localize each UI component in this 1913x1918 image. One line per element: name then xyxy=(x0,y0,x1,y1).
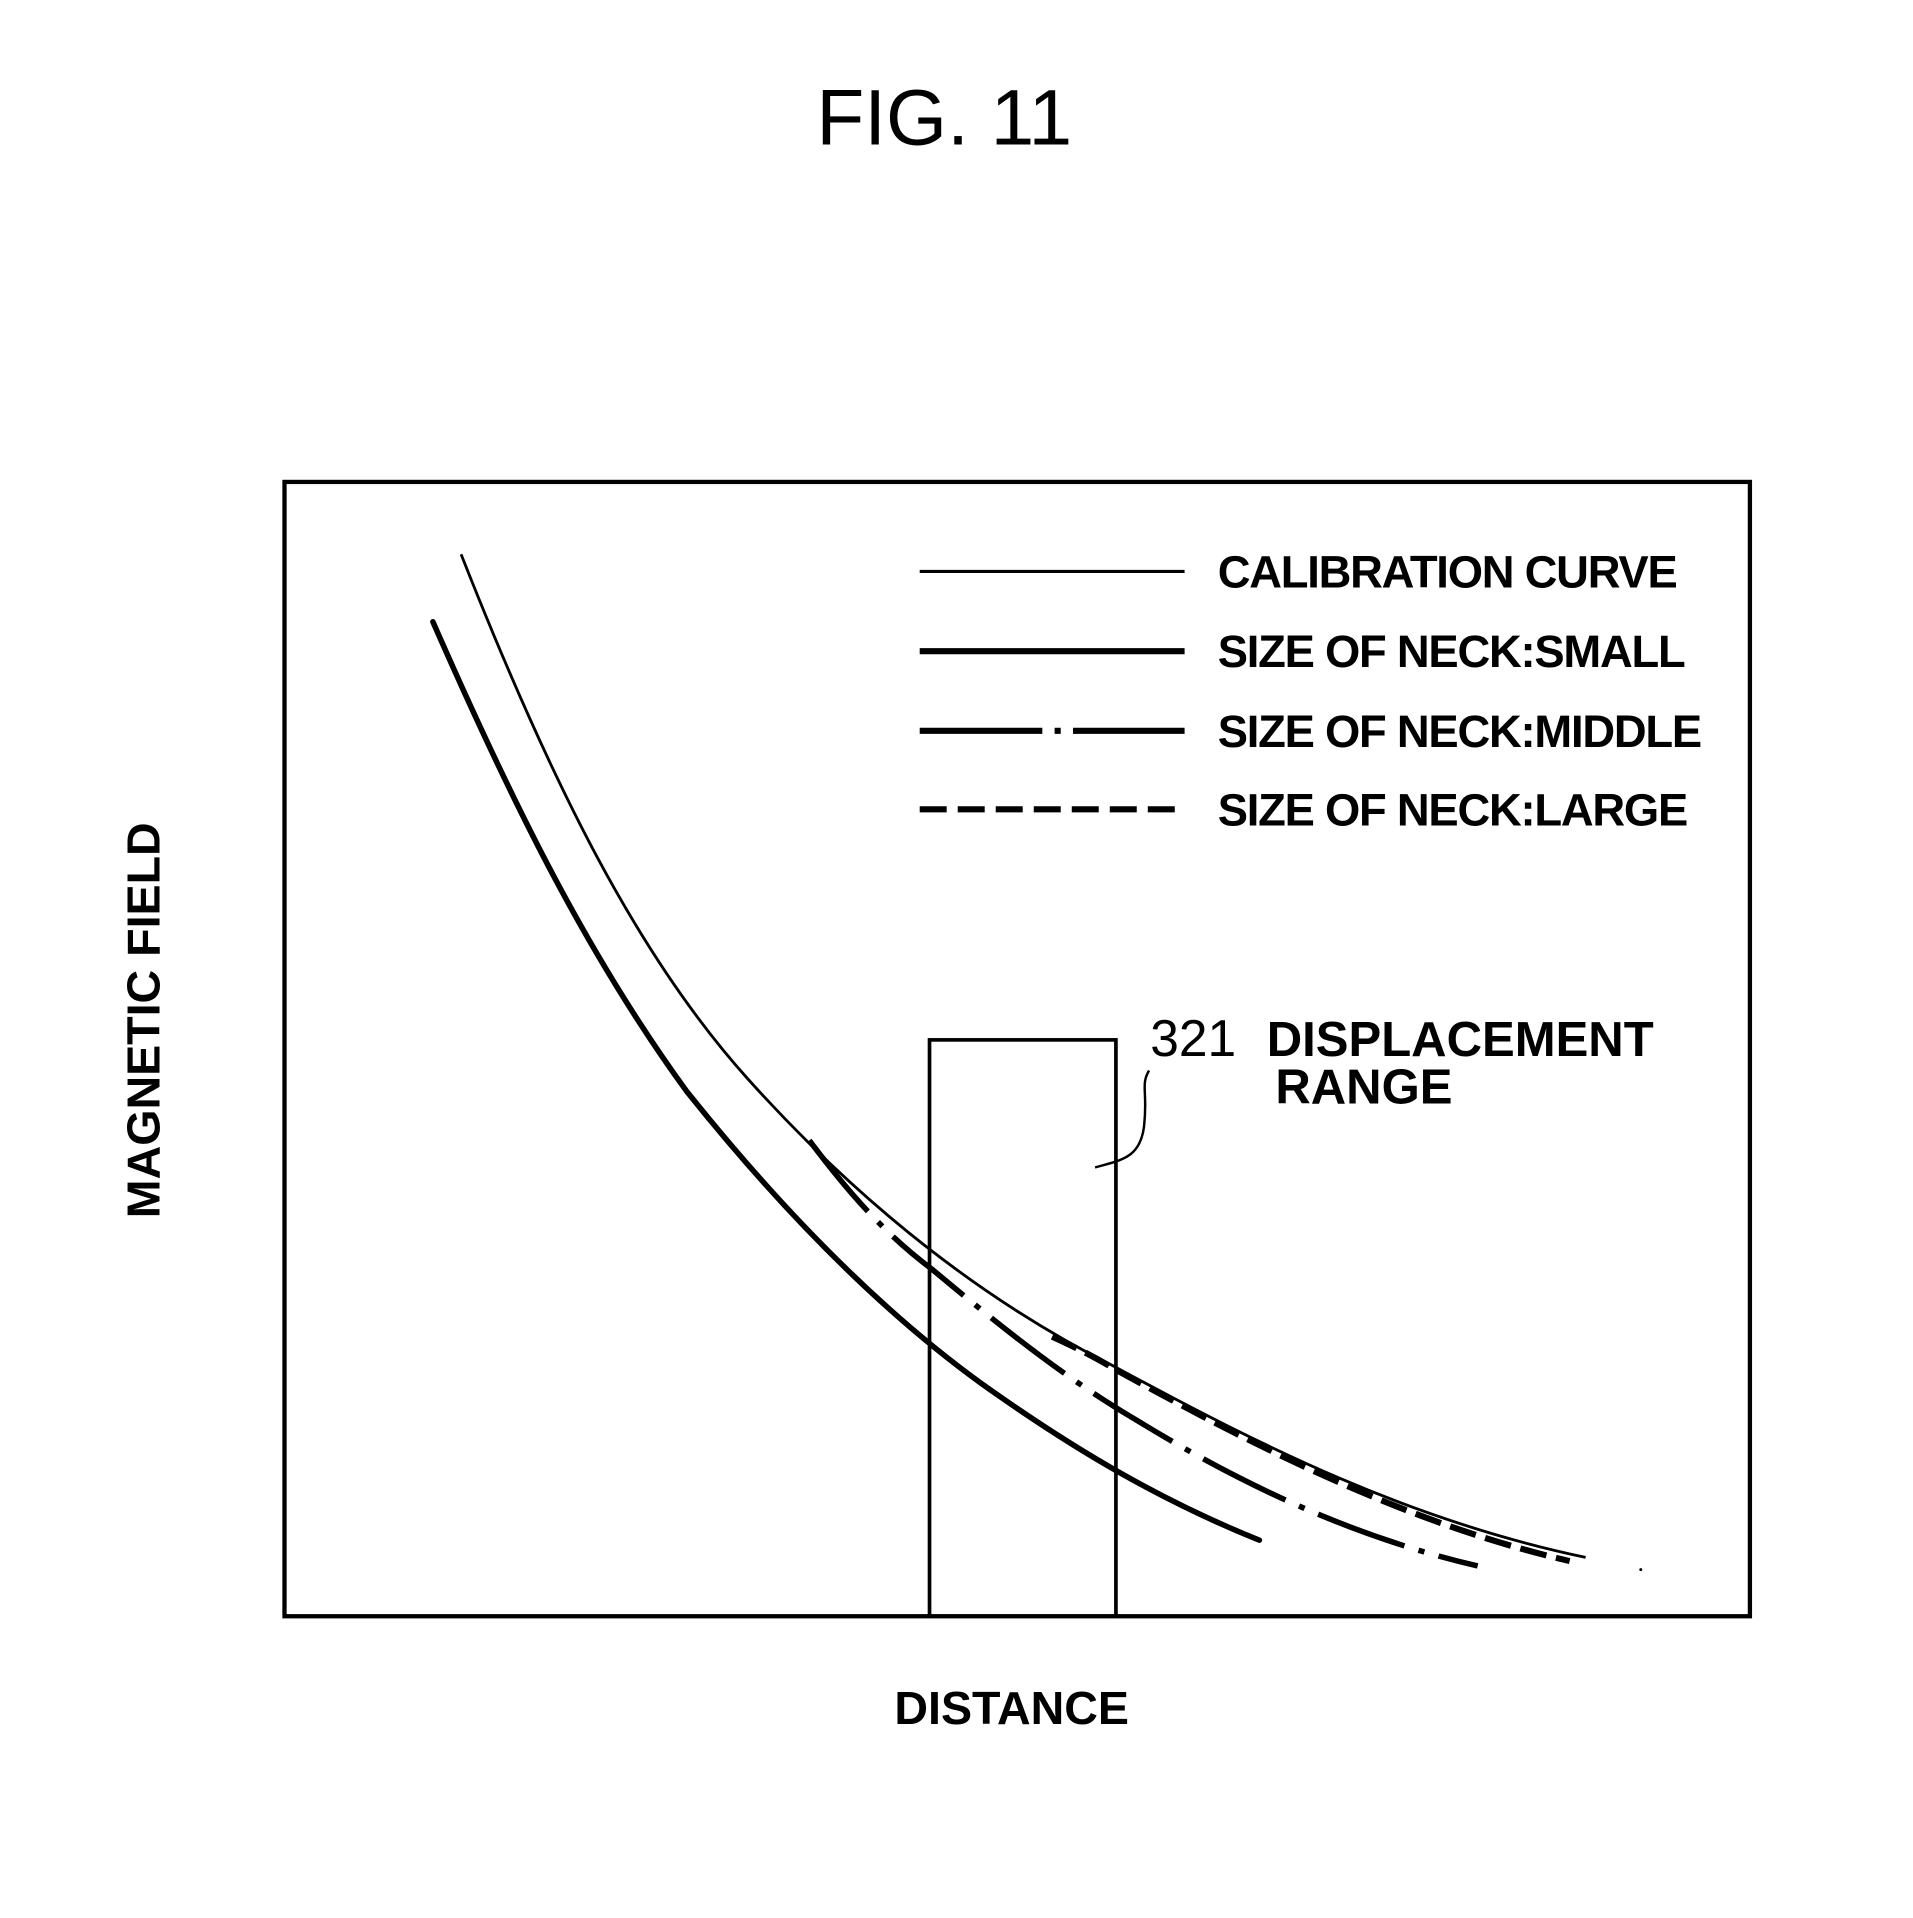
displacement-range-box xyxy=(927,1038,1118,1619)
legend: CALIBRATION CURVE SIZE OF NECK:SMALL SIZ… xyxy=(919,546,1702,835)
legend-item-large: SIZE OF NECK:LARGE xyxy=(919,784,1688,835)
x-axis-label: DISTANCE xyxy=(894,1682,1129,1734)
neck-middle-curve xyxy=(807,1138,1479,1569)
legend-item-calibration: CALIBRATION CURVE xyxy=(919,546,1678,597)
legend-label: SIZE OF NECK:SMALL xyxy=(1218,626,1685,677)
legend-label: SIZE OF NECK:MIDDLE xyxy=(1218,706,1701,757)
annotation-ref-number: 321 xyxy=(1150,1009,1236,1067)
y-axis-label: MAGNETIC FIELD xyxy=(117,822,169,1218)
legend-label: CALIBRATION CURVE xyxy=(1218,546,1677,597)
annotation-leader-line xyxy=(1094,1069,1151,1169)
speck xyxy=(1639,1568,1643,1572)
neck-small-curve xyxy=(430,618,1263,1543)
neck-large-curve xyxy=(1050,1333,1571,1565)
legend-item-small: SIZE OF NECK:SMALL xyxy=(919,626,1686,677)
calibration-curve xyxy=(459,553,1586,1559)
legend-label: SIZE OF NECK:LARGE xyxy=(1218,784,1687,835)
legend-item-middle: SIZE OF NECK:MIDDLE xyxy=(919,706,1702,757)
annotation-label-line1: DISPLACEMENT xyxy=(1267,1013,1654,1067)
annotation-label-line2: RANGE xyxy=(1275,1061,1452,1115)
figure-title: FIG. 11 xyxy=(816,74,1072,162)
